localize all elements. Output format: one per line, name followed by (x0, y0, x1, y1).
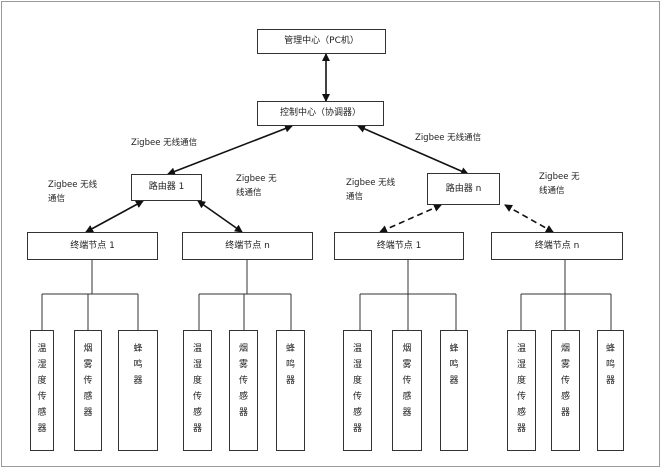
sensor-tree-lines (41, 260, 612, 330)
terminal-node-group1: 终端节点 1 (27, 232, 158, 260)
terminal-node-group4: 终端节点 n (491, 232, 623, 260)
control-center-node: 控制中心（协调器） (257, 101, 384, 126)
sensor-label: 温湿度传感器 (516, 344, 526, 434)
zigbee-label-control-routern: Zigbee 无线通信 (415, 133, 482, 143)
terminal-node-group2: 终端节点 n (182, 232, 313, 260)
buzzer: 蜂鸣器 (440, 330, 468, 451)
sensor-label: 蜂鸣器 (285, 344, 295, 386)
smoke-sensor: 烟雾传感器 (74, 330, 102, 451)
zigbee-label-routern-terminal1: Zigbee 无线通信 (346, 178, 396, 202)
management-center-node: 管理中心（PC机） (257, 29, 386, 54)
link-control-routern (357, 125, 469, 175)
link-router1-terminal1 (85, 200, 144, 233)
zigbee-label-router1-terminal1: Zigbee 无线通信 (48, 180, 98, 204)
temp-humidity-sensor: 温湿度传感器 (343, 330, 372, 451)
link-routern-terminal1 (379, 204, 442, 233)
sensor-label: 烟雾传感器 (560, 344, 570, 418)
sensor-label: 蜂鸣器 (133, 344, 143, 386)
temp-humidity-sensor: 温湿度传感器 (30, 330, 54, 451)
link-router1-terminaln (197, 200, 243, 233)
sensor-label: 温湿度传感器 (37, 344, 47, 434)
sensor-label: 烟雾传感器 (238, 344, 248, 418)
terminal-node-group3: 终端节点 1 (334, 232, 464, 260)
sensor-label: 烟雾传感器 (402, 344, 412, 418)
buzzer: 蜂鸣器 (597, 330, 624, 451)
zigbee-label-routern-terminaln: Zigbee 无线通信 (539, 172, 580, 196)
temp-humidity-sensor: 温湿度传感器 (183, 330, 212, 451)
smoke-sensor: 烟雾传感器 (229, 330, 258, 451)
smoke-sensor: 烟雾传感器 (392, 330, 422, 451)
temp-humidity-sensor: 温湿度传感器 (507, 330, 536, 451)
router-n-node: 路由器 n (427, 173, 500, 205)
buzzer: 蜂鸣器 (276, 330, 305, 451)
zigbee-label-router1-terminaln: Zigbee 无线通信 (236, 174, 277, 198)
router-1-node: 路由器 1 (131, 174, 202, 201)
sensor-label: 烟雾传感器 (83, 344, 93, 418)
sensor-label: 蜂鸣器 (605, 344, 615, 386)
link-routern-terminaln (504, 204, 554, 233)
smoke-sensor: 烟雾传感器 (551, 330, 580, 451)
sensor-label: 蜂鸣器 (449, 344, 459, 386)
sensor-label: 温湿度传感器 (352, 344, 362, 434)
zigbee-label-control-router1: Zigbee 无线通信 (131, 138, 198, 148)
buzzer: 蜂鸣器 (118, 330, 158, 451)
link-control-router1 (167, 124, 293, 176)
sensor-label: 温湿度传感器 (192, 344, 202, 434)
